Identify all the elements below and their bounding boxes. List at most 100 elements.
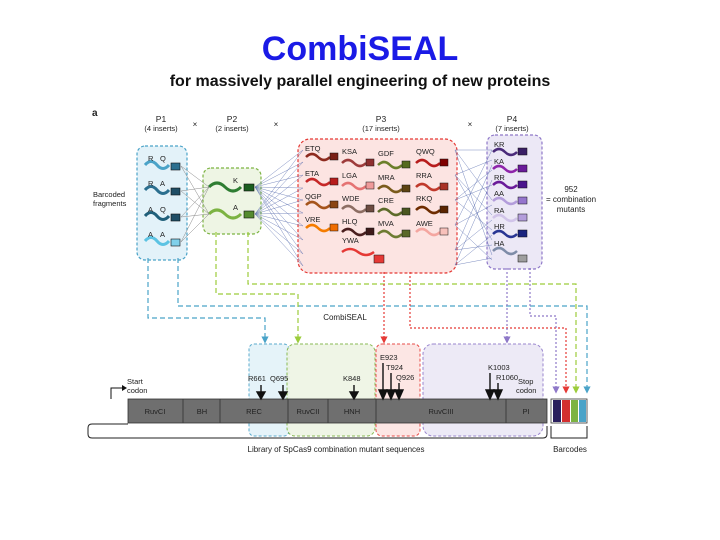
barcode-block <box>365 204 375 213</box>
times-symbol: × <box>274 120 279 129</box>
p3-label: QGP <box>305 192 322 201</box>
p3-fragments: ETQ KSA GDF QWQ ETA LGA MRA RRA QGP WDE … <box>305 144 449 264</box>
p1-letter: A <box>148 230 153 239</box>
mutation-arrow <box>393 383 405 401</box>
page-subtitle: for massively parallel engineering of ne… <box>169 73 551 90</box>
p3-label: RKQ <box>416 194 432 203</box>
mutation-arrow <box>277 385 289 401</box>
p1-letter: R <box>148 179 154 188</box>
p3-fragment-strand <box>305 200 331 210</box>
p3-label: LGA <box>342 171 357 180</box>
barcode-block <box>243 183 255 192</box>
domain-label: RuvCIII <box>428 407 453 416</box>
pool-p2-box <box>202 167 262 235</box>
p3-fragment-strand <box>305 177 331 187</box>
domain-label: REC <box>246 407 262 416</box>
p3-fragment-strand <box>377 229 403 239</box>
barcode-block <box>373 254 385 264</box>
p3-label: ETA <box>305 169 319 178</box>
barcode-block <box>517 180 528 189</box>
p3-fragment-strand <box>305 152 331 162</box>
barcode-block <box>439 182 449 191</box>
barcode-p2 <box>571 400 578 422</box>
p3-fragment-strand <box>341 204 367 214</box>
pool-p3-box <box>297 138 458 274</box>
mutation-label: K1003 <box>488 363 510 372</box>
barcode-block <box>439 158 449 167</box>
p4-label: AA <box>494 189 504 198</box>
barcode-block <box>439 205 449 214</box>
p4-route-to-barcode <box>529 268 560 394</box>
p3-fragment-strand <box>415 227 441 237</box>
pool-p1-name: P1 <box>156 114 167 124</box>
barcode-block <box>517 147 528 156</box>
barcode-block <box>517 229 528 238</box>
pool-p2-name: P2 <box>227 114 238 124</box>
p1-letter: R <box>148 154 154 163</box>
barcode-block <box>170 238 181 247</box>
combination-text-2: mutants <box>557 205 585 214</box>
combination-count: 952 <box>564 185 578 194</box>
pool-p4-name: P4 <box>507 114 518 124</box>
barcode-block <box>329 177 339 186</box>
p3-fragment-strand <box>377 184 403 194</box>
barcode-block <box>170 213 181 222</box>
p1-fragments: R Q R A A Q A A <box>143 154 181 247</box>
start-codon-label: Start <box>127 377 144 386</box>
mutation-arrow <box>348 385 360 401</box>
p3-p4-connections <box>454 149 493 266</box>
p4-fragment-strand <box>492 164 518 174</box>
p3-label: AWE <box>416 219 433 228</box>
pool-p1-inserts: (4 inserts) <box>144 124 178 133</box>
barcode-block <box>517 213 528 222</box>
p1-fragment-strand <box>143 160 171 170</box>
start-codon-label-2: codon <box>127 386 147 395</box>
combination-text: = combination <box>546 195 596 204</box>
library-label: Library of SpCas9 combination mutant seq… <box>248 445 425 454</box>
p3-fragment-strand <box>341 227 367 237</box>
p4-label: KR <box>494 140 505 149</box>
barcode-block <box>439 227 449 236</box>
p3-label: QWQ <box>416 147 435 156</box>
p2-letter: K <box>233 176 238 185</box>
barcode-block <box>170 162 181 171</box>
p3-label: HLQ <box>342 217 358 226</box>
p1-fragment-strand <box>143 236 171 246</box>
p4-fragment-strand <box>492 246 518 256</box>
barcode-block <box>170 187 181 196</box>
mutation-label: E923 <box>380 353 398 362</box>
p2-fragment-strand <box>207 181 243 193</box>
p1-fragment-strand <box>143 211 171 221</box>
barcode-p1 <box>579 400 586 422</box>
start-codon-arrow <box>110 387 124 399</box>
p4-label: HA <box>494 239 504 248</box>
domain-label: RuvCII <box>297 407 320 416</box>
start-codon-arrowhead <box>122 385 127 391</box>
p4-fragment-strand <box>492 196 518 206</box>
barcode-p4 <box>553 400 561 422</box>
barcode-block <box>401 160 411 169</box>
panel-label: a <box>92 108 98 119</box>
p4-fragment-strand <box>492 147 518 157</box>
mutation-label: T924 <box>386 363 403 372</box>
mutation-arrow <box>484 373 496 401</box>
p3-fragment-strand <box>305 223 331 233</box>
barcode-block <box>401 229 411 238</box>
p1-p2-connections <box>180 165 210 243</box>
p2-route-to-gene <box>215 232 302 344</box>
mutation-label: Q695 <box>270 374 288 383</box>
p3-fragment-strand <box>415 205 441 215</box>
page-title: CombiSEAL <box>261 30 459 68</box>
barcode-block <box>329 152 339 161</box>
barcodes-bracket <box>550 426 588 439</box>
barcoded-label: Barcoded <box>93 190 125 199</box>
p1-letter: Q <box>160 205 166 214</box>
mutation-markers: R661 Q695 K848 E923 T924 Q926 K1003 R106… <box>248 353 518 401</box>
p3-fragment-strand <box>377 160 403 170</box>
mutation-label: K848 <box>343 374 361 383</box>
p1-letter: A <box>160 230 165 239</box>
p4-fragment-strand <box>492 229 518 239</box>
p4-fragment-strand <box>492 213 518 223</box>
p3-label: WDE <box>342 194 360 203</box>
p4-label: RR <box>494 173 505 182</box>
